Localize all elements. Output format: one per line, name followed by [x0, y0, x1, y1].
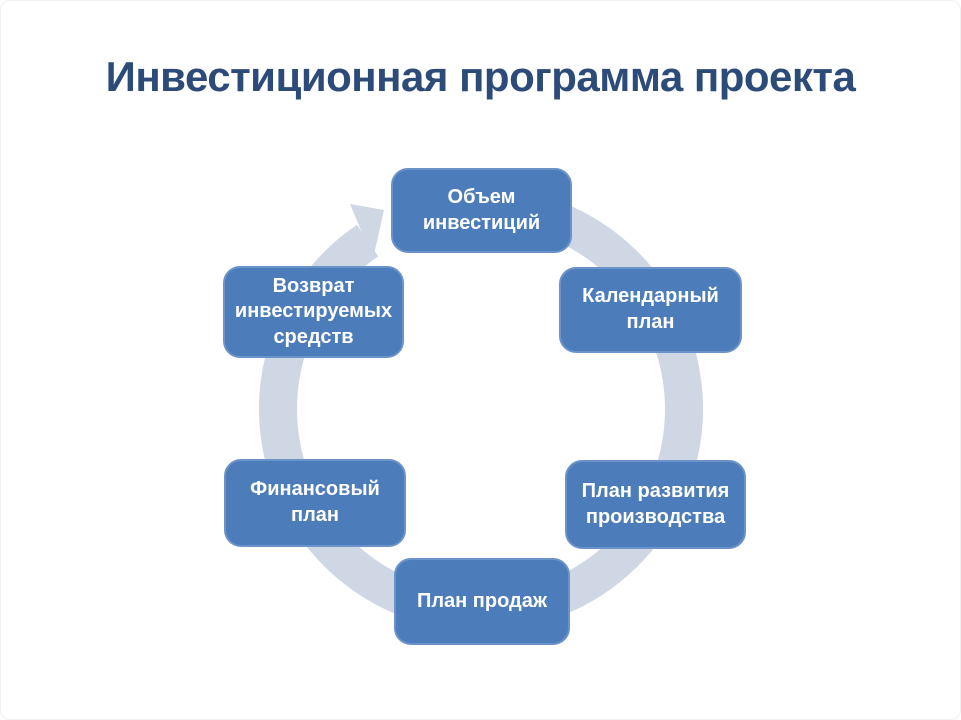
node-label: Календарный план: [582, 285, 719, 333]
cycle-node-production: План развития производства: [565, 460, 746, 549]
arrow-head-icon: [350, 204, 384, 259]
slide-title: Инвестиционная программа проекта: [105, 53, 856, 100]
cycle-node-finance: Финансовый план: [224, 459, 406, 547]
node-label: Возврат инвестируемых средств: [234, 274, 393, 348]
cycle-node-volume: Объем инвестиций: [391, 168, 572, 253]
node-label: План продаж: [416, 589, 548, 612]
cycle-node-calendar: Календарный план: [559, 267, 742, 353]
node-label: Финансовый план: [250, 478, 380, 526]
cycle-node-sales: План продаж: [394, 558, 570, 645]
node-label: Объем инвестиций: [422, 185, 541, 234]
node-label: План развития производства: [581, 479, 730, 528]
cycle-node-return: Возврат инвестируемых средств: [223, 266, 404, 358]
